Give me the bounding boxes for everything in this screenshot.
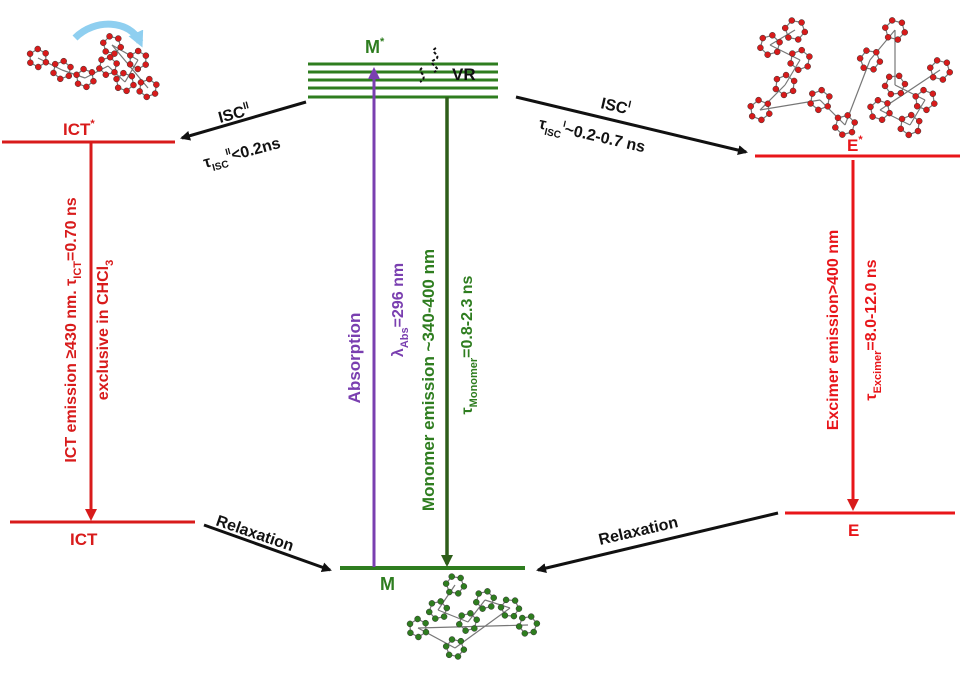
monomer-molecule-image xyxy=(407,574,540,660)
ict-molecule-image xyxy=(27,33,159,100)
monomer-emission-group: Monomer emission ~340-400 nm xyxy=(419,249,438,511)
absorption-lambda-group: λAbs=296 nm xyxy=(390,263,411,357)
excimer-emission-group: Excimer emission>400 nm xyxy=(825,230,842,431)
relaxation-right-label: Relaxation xyxy=(597,514,680,549)
ict-emission-group: ICT emission ≥430 nm. τICT=0.70 ns xyxy=(63,197,84,462)
isc-right-tau: τISCI~0.2-0.7 ns xyxy=(536,113,647,160)
monomer-ground-label: M xyxy=(380,574,395,594)
absorption-lambda: λAbs=296 nm xyxy=(390,263,411,357)
ict-ground-label: ICT xyxy=(70,530,98,549)
absorption-label-group: Absorption xyxy=(345,313,364,404)
isc-left-label: ISCII xyxy=(216,100,252,127)
excimer-tau: τExcimer=8.0-12.0 ns xyxy=(863,259,884,400)
excimer-excited-label: E* xyxy=(847,134,863,155)
ict-solvent-label: exclusive in CHCl3 xyxy=(95,260,116,400)
absorption-label: Absorption xyxy=(345,313,364,404)
vr-squiggle xyxy=(432,48,438,72)
excimer-tau-group: τExcimer=8.0-12.0 ns xyxy=(863,259,884,400)
isc-left-tau: τISCII<0.2ns xyxy=(201,133,283,176)
ict-excited-label: ICT* xyxy=(63,118,95,139)
ict-emission-label: ICT emission ≥430 nm. τICT=0.70 ns xyxy=(63,197,84,462)
ict-solvent-group: exclusive in CHCl3 xyxy=(95,260,116,400)
vr-label: VR xyxy=(452,65,476,84)
monomer-tau-group: τMonomer=0.8-2.3 ns xyxy=(459,275,480,414)
isc-right-label: ISCI xyxy=(599,93,632,118)
monomer-emission-label: Monomer emission ~340-400 nm xyxy=(419,249,438,511)
excimer-emission-label: Excimer emission>400 nm xyxy=(825,230,842,431)
monomer-excited-label: M* xyxy=(365,36,385,57)
excimer-molecule-image xyxy=(748,17,953,138)
monomer-tau: τMonomer=0.8-2.3 ns xyxy=(459,275,480,414)
excimer-ground-label: E xyxy=(848,521,859,540)
charge-transfer-curved-arrow xyxy=(75,24,140,42)
